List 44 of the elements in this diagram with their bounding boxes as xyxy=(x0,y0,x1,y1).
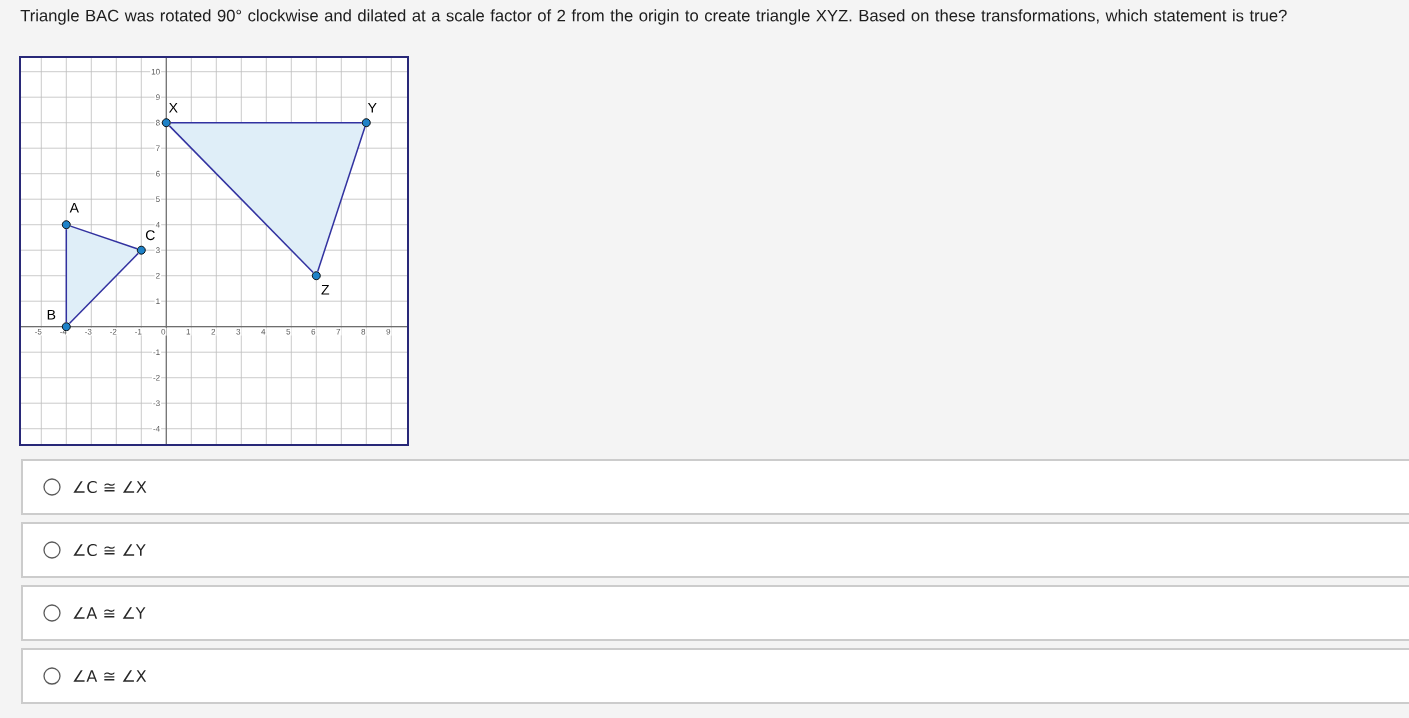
triangle-side xyxy=(316,126,366,273)
tick-label: 7 xyxy=(154,144,162,152)
tick-label: 2 xyxy=(154,271,162,280)
tick-label: 3 xyxy=(235,327,242,336)
question-text: Triangle BAC was rotated 90° clockwise and dilated at a scale factor of 2 from the origin to create triangle XYZ. Based on these transformations, which statement is true? xyxy=(20,9,1287,25)
tick-label: -1 xyxy=(133,327,143,336)
triangle-side xyxy=(168,125,314,274)
triangle-side xyxy=(170,121,363,124)
answer-option: ∠A ≅ ∠X xyxy=(21,648,1409,704)
point-label: X xyxy=(168,102,178,113)
point-label: Y xyxy=(367,102,377,113)
tick-label: -3 xyxy=(83,327,93,336)
point-label: A xyxy=(69,202,79,213)
tick-label: -4 xyxy=(152,424,162,433)
tick-label: -2 xyxy=(108,327,118,336)
tick-label: 2 xyxy=(210,327,217,336)
tick-label: 5 xyxy=(285,327,292,336)
tick-label: -3 xyxy=(152,399,162,408)
tick-label: 7 xyxy=(335,327,342,336)
answer-option: ∠C ≅ ∠Y xyxy=(21,522,1409,578)
triangle-side xyxy=(69,225,138,250)
tick-label: 6 xyxy=(154,169,162,178)
tick-label: 1 xyxy=(185,327,192,336)
tick-label: 10 xyxy=(150,67,162,76)
tick-label: 4 xyxy=(260,327,267,336)
tick-label: 6 xyxy=(310,327,317,336)
triangle-side xyxy=(65,228,68,323)
answer-option: ∠C ≅ ∠X xyxy=(21,459,1409,515)
tick-label: 8 xyxy=(360,327,367,336)
point-label: Z xyxy=(321,284,330,295)
tick-label: -1 xyxy=(152,348,162,356)
triangle-side xyxy=(68,252,139,325)
tick-label: 0 xyxy=(160,327,167,336)
point-label: B xyxy=(47,309,56,320)
answer-option: ∠A ≅ ∠Y xyxy=(21,585,1409,641)
tick-label: 9 xyxy=(385,327,392,336)
tick-label: 3 xyxy=(154,246,162,255)
point-label: C xyxy=(145,230,155,241)
tick-label: 5 xyxy=(154,195,162,203)
tick-label: -5 xyxy=(33,327,43,336)
tick-label: -2 xyxy=(152,373,162,382)
tick-label: 1 xyxy=(154,297,162,305)
tick-label: 9 xyxy=(154,93,162,102)
tick-label: 4 xyxy=(154,220,162,229)
